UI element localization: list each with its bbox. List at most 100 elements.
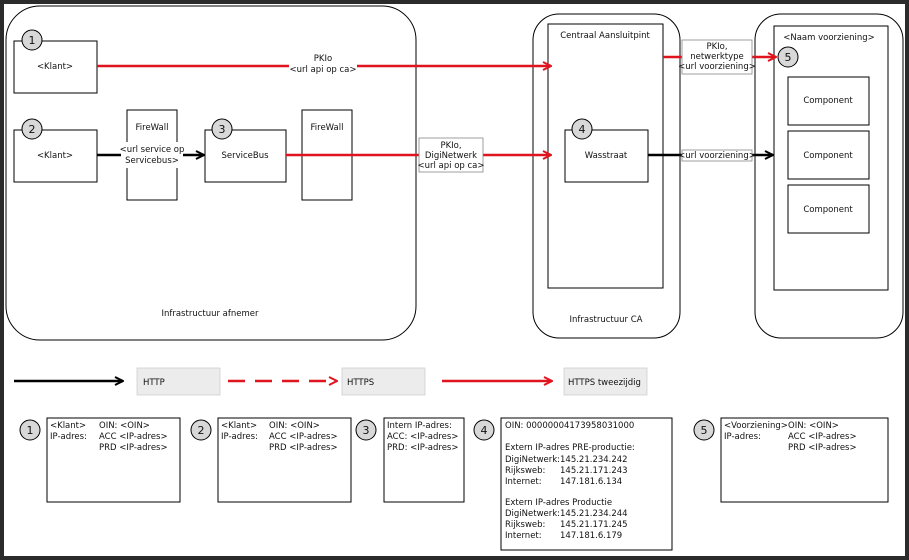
info-1-r1-c1: ACC <IP-adres> <box>99 432 168 442</box>
node-component-2-label: Component <box>803 151 853 161</box>
info-2-r2-c1: PRD <IP-adres> <box>269 443 338 453</box>
info-5-r1-c1: ACC <IP-adres> <box>788 432 857 442</box>
badge-4-number: 4 <box>579 123 586 136</box>
edge-label-e2-line-3: <url api op ca> <box>417 161 484 171</box>
info-4-pre-heading: Extern IP-adres PRE-productie: <box>505 443 635 453</box>
info-5-r0-c0: <Voorziening> <box>724 421 788 431</box>
info-2-r0-c1: OIN: <OIN> <box>269 421 320 431</box>
info-4-prod-rijksweb-ip: 145.21.171.245 <box>560 520 628 530</box>
info-5-r2-c1: PRD <IP-adres> <box>788 443 857 453</box>
edge-label-e2: PKIo, DigiNetwerk <url api op ca> <box>417 137 485 173</box>
firewall-1-url-line-1: <url service op <box>120 145 185 155</box>
node-klant-1: <Klant> <box>13 40 98 94</box>
badge-5: 5 <box>777 46 799 68</box>
info-box-4: OIN: 00000004173958031000 Extern IP-adre… <box>500 417 673 551</box>
info-box-3: Intern IP-adres: ACC: <IP-adres> PRD: <I… <box>383 417 465 503</box>
node-component-3-label: Component <box>803 205 853 215</box>
node-wasstraat-label: Wasstraat <box>585 151 628 161</box>
node-firewall-1-title: FireWall <box>136 123 169 133</box>
info-4-prod-internet-ip: 147.181.6.179 <box>560 531 622 541</box>
info-badge-1: 1 <box>19 419 41 441</box>
badge-3: 3 <box>211 118 233 140</box>
node-component-2: Component <box>787 130 870 180</box>
legend-http-box <box>136 367 221 396</box>
node-klant-1-label: <Klant> <box>37 62 73 72</box>
legend-https-box <box>341 367 426 396</box>
edge-label-e4-line-1: <url voorziening> <box>678 151 756 161</box>
info-badge-1-number: 1 <box>27 424 34 437</box>
info-badge-3: 3 <box>355 419 377 441</box>
info-4-pre-rijksweb-label: Rijksweb: <box>505 466 545 476</box>
badge-1-number: 1 <box>29 34 36 47</box>
info-badge-2-number: 2 <box>198 424 205 437</box>
badge-3-number: 3 <box>219 123 226 136</box>
info-4-pre-internet-label: Internet: <box>505 477 542 487</box>
info-1-r0-c0: <Klant> <box>50 421 86 431</box>
badge-1: 1 <box>21 29 43 51</box>
zone-ca-label: Infrastructuur CA <box>570 315 643 325</box>
node-component-1: Component <box>787 76 870 126</box>
info-4-prod-rijksweb-label: Rijksweb: <box>505 520 545 530</box>
edge-label-e2-line-2: DigiNetwerk <box>425 151 477 161</box>
info-badge-4-number: 4 <box>481 424 488 437</box>
info-2-r1-c0: IP-adres: <box>221 432 258 442</box>
edge-label-e1-line-2: <url api op ca> <box>289 65 356 75</box>
info-3-r1: ACC: <IP-adres> <box>387 432 458 442</box>
zone-afnemer-label: Infrastructuur afnemer <box>161 309 259 319</box>
info-4-oin: OIN: 00000004173958031000 <box>505 421 634 431</box>
ca-aansluitpunt-label: Centraal Aansluitpint <box>560 31 650 41</box>
legend-http-label: HTTP <box>143 378 165 388</box>
edge-label-e3: PKIo, netwerktype <url voorziening> <box>678 39 756 75</box>
edge-label-e3-line-2: netwerktype <box>690 52 744 62</box>
edge-label-e1: PKIo <url api op ca> <box>289 52 357 76</box>
edge-label-e4: <url voorziening> <box>678 149 756 162</box>
legend-https2-box <box>563 367 648 396</box>
info-2-r0-c0: <Klant> <box>221 421 257 431</box>
node-component-3: Component <box>787 184 870 234</box>
legend: HTTP HTTPS HTTPS tweezijdig <box>14 367 648 396</box>
firewall-1-url-line-2: Servicebus> <box>125 156 179 166</box>
edge-label-e3-line-1: PKIo, <box>706 42 727 52</box>
info-4-prod-diginetwerk-label: DigiNetwerk: <box>505 509 560 519</box>
edge-label-e1-line-1: PKIo <box>314 54 332 64</box>
info-4-prod-diginetwerk-ip: 145.21.234.244 <box>560 509 628 519</box>
info-4-pre-rijksweb-ip: 145.21.171.243 <box>560 466 628 476</box>
info-box-1: <Klant> OIN: <OIN> IP-adres: ACC <IP-adr… <box>46 417 181 503</box>
info-5-r0-c1: OIN: <OIN> <box>788 421 839 431</box>
node-firewall-2-label: FireWall <box>311 123 344 133</box>
info-4-pre-diginetwerk-label: DigiNetwerk: <box>505 455 560 465</box>
voorziening-label: <Naam voorziening> <box>783 33 875 43</box>
info-badge-5: 5 <box>693 419 715 441</box>
node-component-1-label: Component <box>803 96 853 106</box>
info-badge-5-number: 5 <box>701 424 708 437</box>
badge-5-number: 5 <box>785 51 792 64</box>
info-box-2: <Klant> OIN: <OIN> IP-adres: ACC <IP-adr… <box>217 417 352 503</box>
node-servicebus-label: ServiceBus <box>221 151 269 161</box>
info-badge-3-number: 3 <box>363 424 370 437</box>
info-4-pre-diginetwerk-ip: 145.21.234.242 <box>560 455 628 465</box>
node-klant-2-label: <Klant> <box>37 151 73 161</box>
info-badge-4: 4 <box>473 419 495 441</box>
legend-https2-label: HTTPS tweezijdig <box>568 378 641 388</box>
edge-label-e3-line-3: <url voorziening> <box>678 62 756 72</box>
info-2-r1-c1: ACC <IP-adres> <box>269 432 338 442</box>
info-4-prod-heading: Extern IP-adres Productie <box>505 498 612 508</box>
info-badge-2: 2 <box>190 419 212 441</box>
info-1-r2-c1: PRD <IP-adres> <box>99 443 168 453</box>
node-klant-2: <Klant> <box>13 129 98 183</box>
info-3-r0: Intern IP-adres: <box>387 421 452 431</box>
badge-2-number: 2 <box>29 123 36 136</box>
badge-4: 4 <box>571 118 593 140</box>
info-1-r0-c1: OIN: <OIN> <box>99 421 150 431</box>
info-4-prod-internet-label: Internet: <box>505 531 542 541</box>
edge-label-e2-line-1: PKIo, <box>440 141 461 151</box>
info-5-r1-c0: IP-adres: <box>724 432 761 442</box>
legend-https-label: HTTPS <box>347 378 374 388</box>
info-4-pre-internet-ip: 147.181.6.134 <box>560 477 622 487</box>
badge-2: 2 <box>21 118 43 140</box>
info-box-5: <Voorziening> OIN: <OIN> IP-adres: ACC <… <box>720 417 889 503</box>
info-1-r1-c0: IP-adres: <box>50 432 87 442</box>
info-3-r2: PRD: <IP-adres> <box>387 443 458 453</box>
firewall-1-url-label: <url service op Servicebus> <box>120 142 185 168</box>
